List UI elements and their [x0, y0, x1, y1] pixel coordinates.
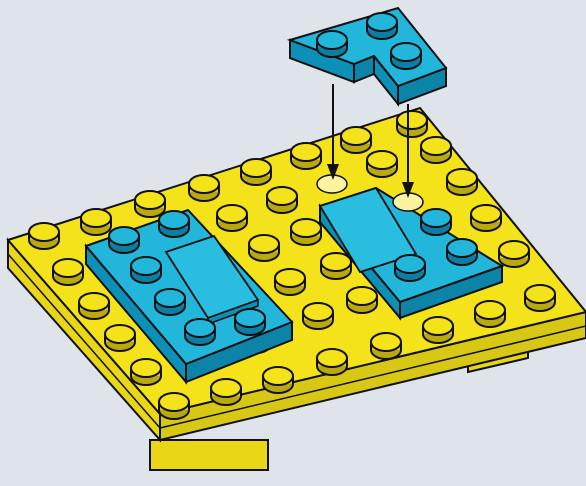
- left-blue-stud-1: [109, 227, 139, 253]
- yellow-stud-8: [397, 111, 427, 137]
- yellow-stud-12: [267, 187, 297, 213]
- left-blue-stud-2: [159, 211, 189, 237]
- left-blue-stud-4: [155, 289, 185, 315]
- yellow-stud-36: [525, 285, 555, 311]
- left-blue-stud-6: [235, 309, 265, 335]
- l-plate-stud-3: [391, 43, 421, 69]
- yellow-stud-3: [135, 191, 165, 217]
- l-plate-stud-2: [367, 13, 397, 39]
- yellow-stud-29: [159, 393, 189, 419]
- yellow-stud-25: [303, 303, 333, 329]
- yellow-stud-4: [189, 175, 219, 201]
- yellow-stud-1: [29, 223, 59, 249]
- yellow-stud-5: [241, 159, 271, 185]
- yellow-stud-17: [291, 219, 321, 245]
- yellow-stud-28: [499, 241, 529, 267]
- yellow-stud-19: [447, 169, 477, 195]
- yellow-stud-11: [217, 205, 247, 231]
- yellow-stud-9: [53, 259, 83, 285]
- yellow-stud-31: [263, 367, 293, 393]
- yellow-stud-7: [341, 127, 371, 153]
- yellow-stud-20: [105, 325, 135, 351]
- yellow-stud-13: [367, 151, 397, 177]
- right-blue-stud-2: [395, 255, 425, 281]
- yellow-stud-26: [347, 287, 377, 313]
- yellow-stud-35: [475, 301, 505, 327]
- yellow-stud-24: [131, 359, 161, 385]
- yellow-stud-32: [317, 349, 347, 375]
- left-blue-stud-5: [185, 319, 215, 345]
- yellow-stud-33: [371, 333, 401, 359]
- yellow-stud-21: [275, 269, 305, 295]
- yellow-stud-2: [81, 209, 111, 235]
- yellow-stud-14: [421, 137, 451, 163]
- yellow-stud-6: [291, 143, 321, 169]
- yellow-stud-15: [79, 293, 109, 319]
- yellow-stud-16: [249, 235, 279, 261]
- right-blue-stud-1: [421, 209, 451, 235]
- l-plate-stud-1: [317, 31, 347, 57]
- yellow-stud-34: [423, 317, 453, 343]
- left-blue-stud-3: [131, 257, 161, 283]
- yellow-stud-23: [471, 205, 501, 231]
- right-blue-stud-3: [447, 239, 477, 265]
- yellow-stud-30: [211, 379, 241, 405]
- yellow-stud-22: [321, 253, 351, 279]
